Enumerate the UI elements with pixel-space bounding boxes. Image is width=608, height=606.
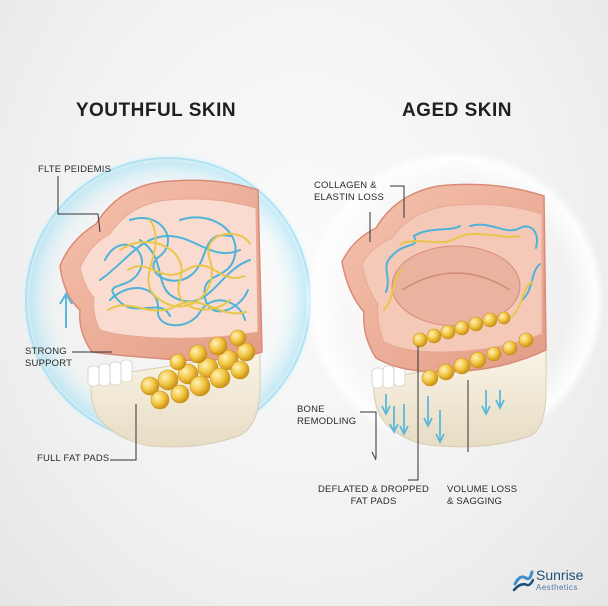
brand-logo: Sunrise Aesthetics [512,566,583,596]
left-dermis [79,198,259,339]
aged-skin-heading: AGED SKIN [401,100,513,121]
left-leader-lines [57,176,137,461]
right-hollow-fold [401,272,511,291]
left-fat-pads [140,329,256,410]
right-jaw-bone [373,349,547,448]
right-leader-lines [360,185,469,481]
left-collagen-mesh [99,216,251,327]
deflated-fat-pads-label: DEFLATED & DROPPED FAT PADS [318,484,430,507]
epidermis-label: FLTE PEIDEMIS [38,164,112,175]
sunrise-logo-icon [512,570,535,592]
aged-face-illustration [341,183,547,448]
volume-loss-sagging-label: VOLUME LOSS & SAGGING [447,484,518,507]
brand-subtitle: Aesthetics [536,583,578,592]
strong-support-label: STRONG SUPPORT [25,346,73,369]
right-sagging-arrows [381,390,505,445]
youthful-face-illustration [59,179,263,448]
right-fat-pads [412,311,534,387]
bone-remodeling-label: BONE REMODLING [297,404,357,427]
collagen-elastin-loss-label: COLLAGEN & ELASTIN LOSS [314,180,384,203]
full-fat-pads-label: FULL FAT PADS [37,453,110,464]
youthful-skin-heading: YOUTHFUL SKIN [75,100,237,121]
left-lift-arrow [59,292,73,328]
right-collagen-remnants [383,223,541,319]
brand-name: Sunrise [536,567,584,583]
right-teeth [371,363,406,389]
left-teeth [87,359,133,387]
